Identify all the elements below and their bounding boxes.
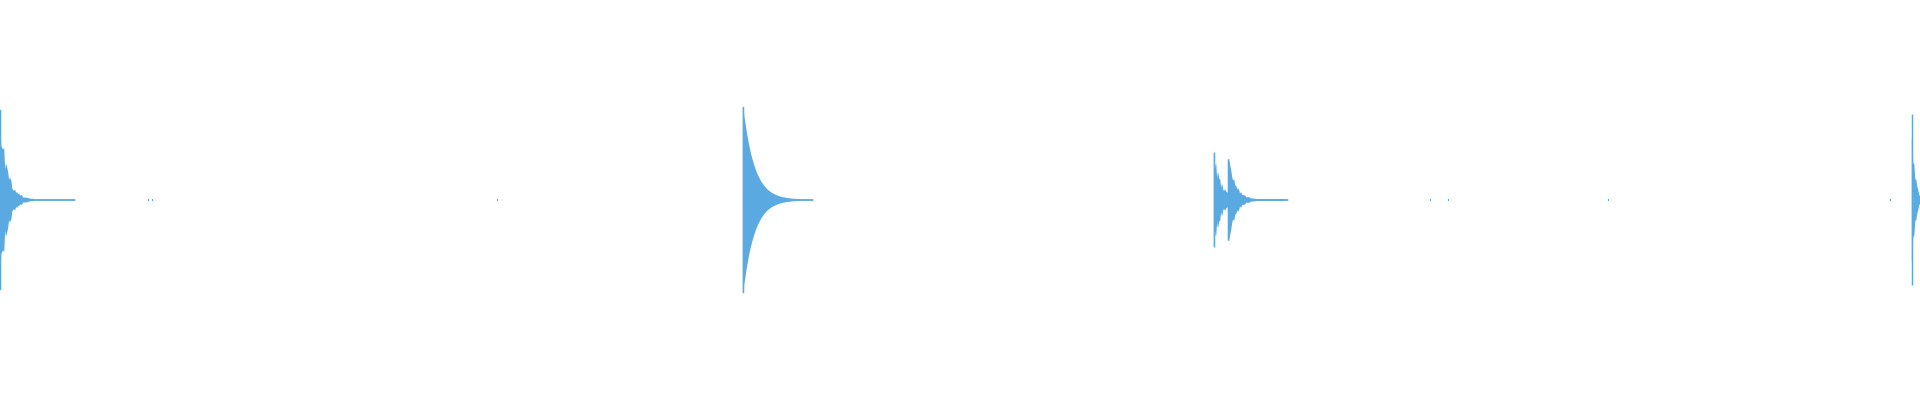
waveform-residual-6 (1608, 199, 1609, 201)
waveform-residual-7 (1890, 199, 1891, 201)
waveform-residual-1 (148, 199, 149, 201)
waveform-residual-3 (497, 199, 498, 201)
waveform-burst-4 (1911, 139, 1920, 261)
waveform-burst-3-b (1227, 158, 1289, 242)
waveform-residual-2 (152, 199, 153, 201)
waveform-residual-4 (1430, 199, 1431, 201)
waveform-burst-2 (742, 106, 814, 294)
waveform-burst-1 (0, 116, 76, 284)
waveform-group (0, 106, 1920, 294)
waveform-residual-5 (1448, 199, 1449, 201)
